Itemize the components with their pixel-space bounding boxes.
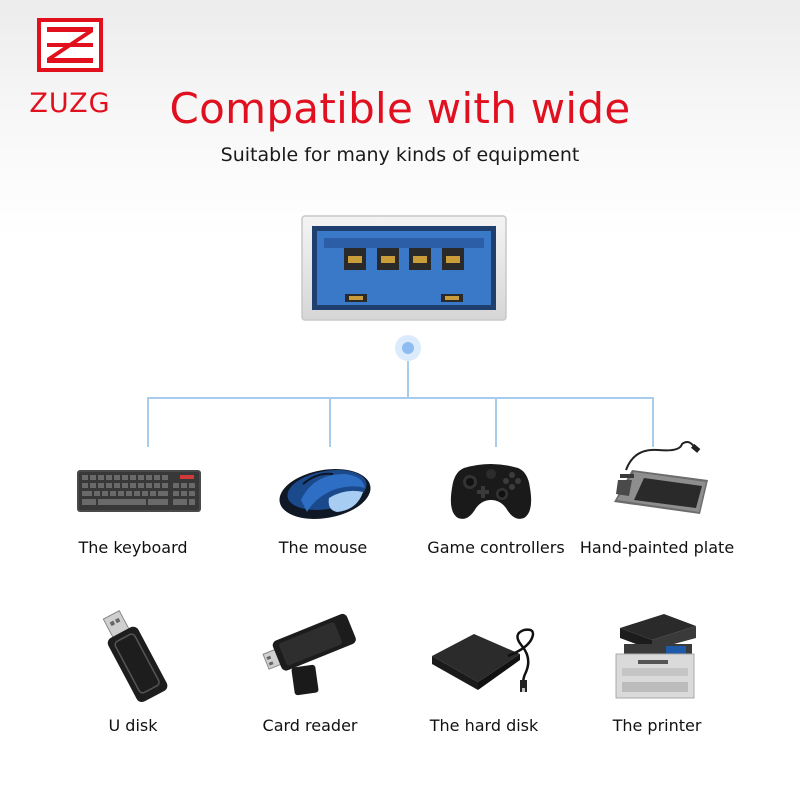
usb-drive-icon [102, 610, 168, 703]
device-label-hand-painted-plate: Hand-painted plate [579, 538, 735, 557]
card-reader-icon [262, 613, 356, 696]
hard-disk-icon [432, 628, 535, 692]
device-label-hard-disk: The hard disk [429, 716, 539, 735]
device-label-mouse: The mouse [278, 538, 368, 557]
brand-name: ZUZG [29, 88, 111, 119]
usb-port-icon [301, 215, 507, 321]
game-controller-icon [450, 464, 532, 519]
zuzg-logo-icon [37, 18, 103, 72]
device-label-card-reader: Card reader [262, 716, 358, 735]
device-label-printer: The printer [612, 716, 702, 735]
device-label-u-disk: U disk [108, 716, 158, 735]
keyboard-icon [77, 470, 201, 512]
printer-icon [615, 614, 696, 699]
connection-tree [147, 335, 654, 447]
page-title: Compatible with wide [169, 84, 631, 133]
device-label-keyboard: The keyboard [78, 538, 188, 557]
page-subtitle: Suitable for many kinds of equipment [220, 144, 580, 166]
brand-logo: ZUZG [29, 18, 110, 119]
mouse-icon [279, 469, 371, 519]
drawing-tablet-icon [614, 441, 708, 514]
device-label-game-controllers: Game controllers [427, 538, 565, 557]
